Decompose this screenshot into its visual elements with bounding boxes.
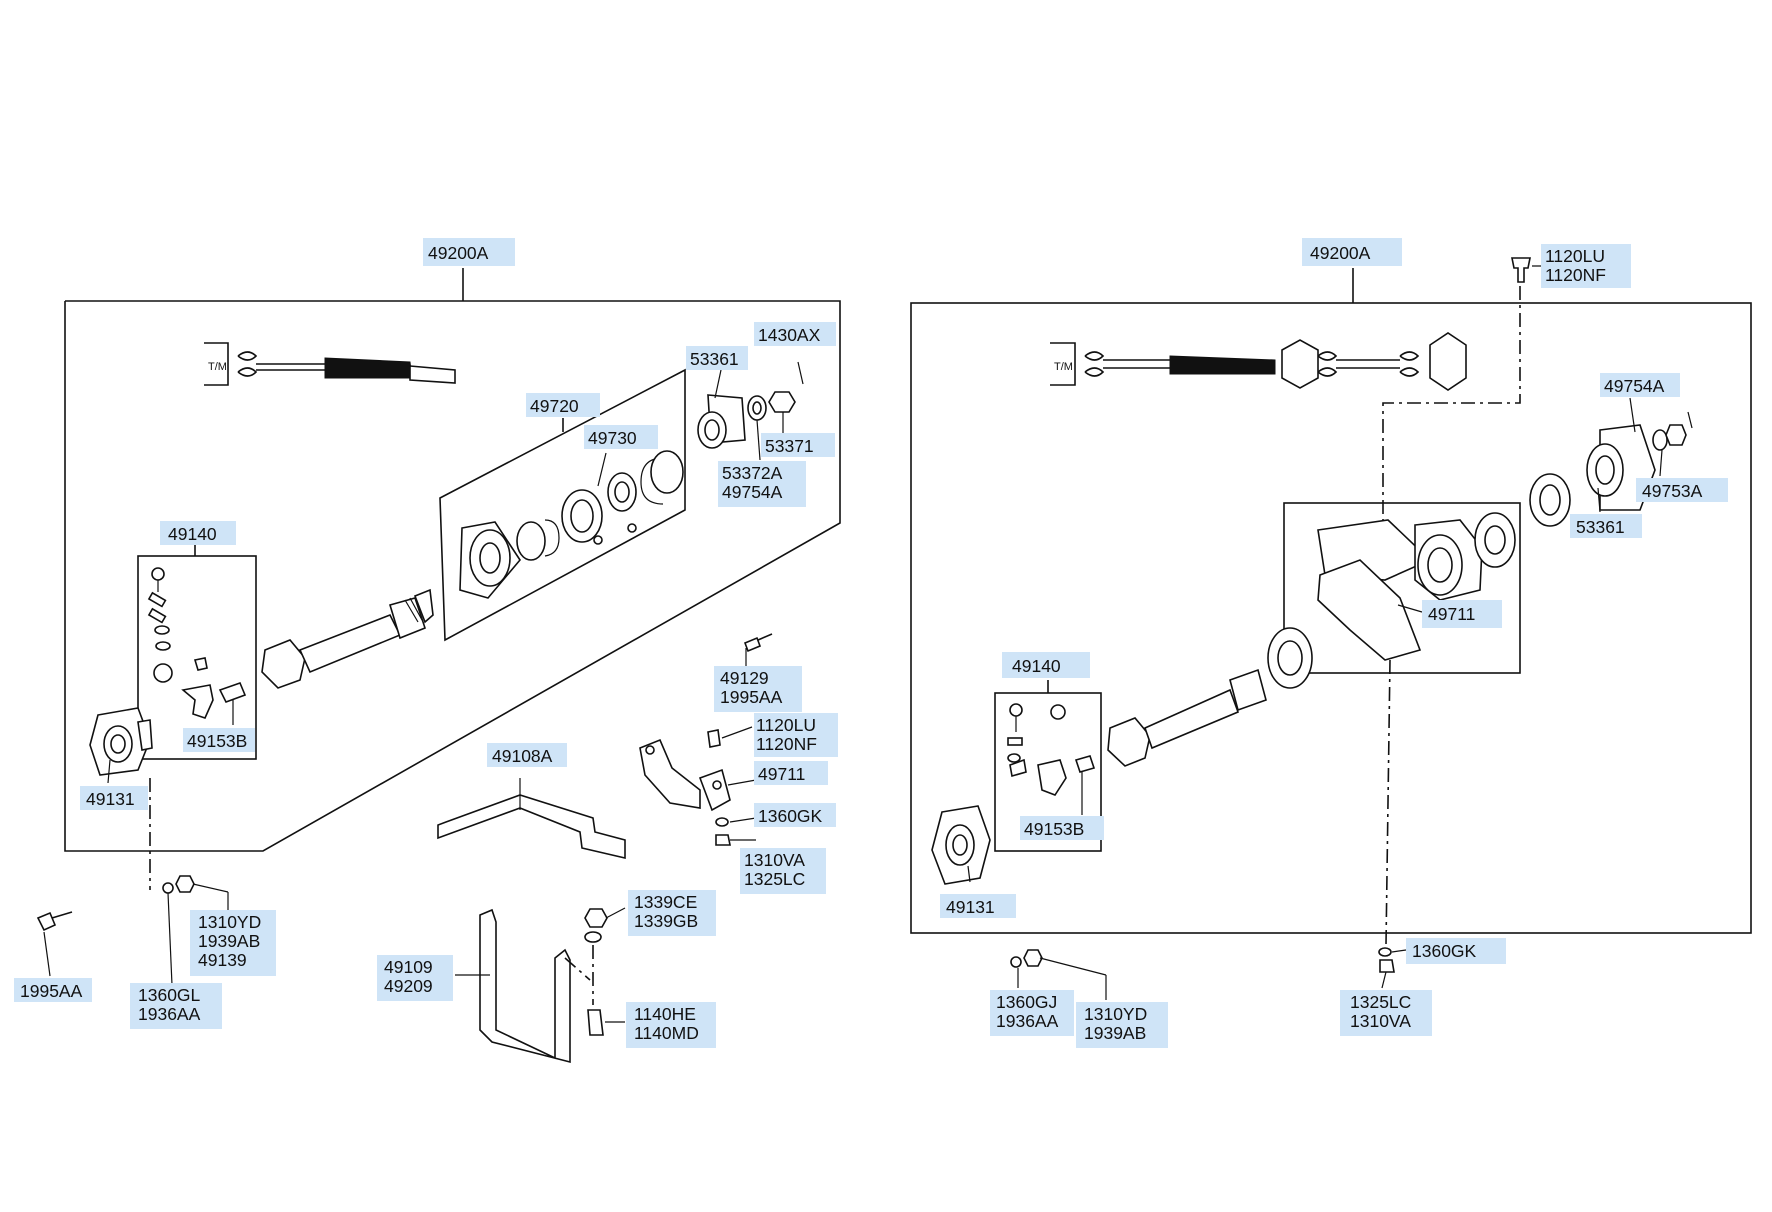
label-1140he: 1140HE	[634, 1004, 696, 1024]
label-49153b: 49153B	[187, 731, 247, 751]
left-nut-1339ce	[584, 908, 608, 928]
right-part-49711-bracket	[1317, 512, 1516, 661]
label-49129: 49129	[720, 668, 769, 688]
left-leader-lines	[43, 369, 784, 1023]
label-1995aa-top: 1995AA	[720, 687, 783, 707]
right-assembly: T/M	[910, 238, 1752, 1048]
label-1430ax: 1430AX	[758, 325, 821, 345]
right-part-49140-internals	[1007, 703, 1096, 796]
label-1995aa-bottom: 1995AA	[20, 981, 83, 1001]
right-part-49131-flange	[931, 805, 991, 885]
left-inner-box-49140	[137, 555, 257, 760]
label-left-1360gk: 1360GK	[758, 806, 823, 826]
label-49139: 49139	[198, 950, 247, 970]
label-left-1325lc: 1325LC	[744, 869, 805, 889]
right-inner-box-49711	[1283, 502, 1521, 674]
label-49730: 49730	[588, 428, 637, 448]
label-53372a: 53372A	[722, 463, 783, 483]
left-bracket-49711	[639, 729, 731, 846]
label-left-49200a: 49200A	[428, 243, 489, 263]
label-49131: 49131	[86, 789, 135, 809]
left-part-53361-flange	[697, 394, 746, 449]
right-propeller-shaft	[1107, 668, 1267, 767]
left-bolt-49129	[743, 633, 773, 653]
label-53361: 53361	[690, 349, 739, 369]
label-1140md: 1140MD	[634, 1023, 699, 1043]
label-right-49131: 49131	[946, 897, 995, 917]
left-part-49140-internals	[147, 567, 247, 719]
label-1360gl: 1360GL	[138, 985, 201, 1005]
label-49753a: 49753A	[1642, 481, 1703, 501]
label-right-1360gk: 1360GK	[1412, 941, 1477, 961]
label-49109: 49109	[384, 957, 433, 977]
label-right-1325lc: 1325LC	[1350, 992, 1411, 1012]
left-part-49131-flange	[89, 707, 153, 776]
label-right-1936aa: 1936AA	[996, 1011, 1059, 1031]
label-49754a: 49754A	[722, 482, 783, 502]
left-nut-53371	[768, 391, 796, 413]
left-inner-box-49720	[439, 368, 686, 642]
left-bracket-49108a	[437, 794, 626, 860]
label-49140: 49140	[168, 524, 217, 544]
label-right-1120nf: 1120NF	[1545, 265, 1606, 285]
left-bolt-1995aa	[36, 911, 57, 932]
label-right-49200a: 49200A	[1310, 243, 1371, 263]
label-right-49140: 49140	[1012, 656, 1061, 676]
right-leader-lines	[967, 397, 1663, 1000]
label-left-1310yd: 1310YD	[198, 912, 261, 932]
left-propeller-shaft	[261, 588, 434, 689]
label-1360gj: 1360GJ	[996, 992, 1057, 1012]
label-right-49754a: 49754A	[1604, 376, 1665, 396]
label-right-49711: 49711	[1428, 604, 1475, 624]
left-tm-shaft: T/M	[204, 342, 456, 386]
left-part-49720-internals	[459, 450, 684, 599]
label-left-1939ab: 1939AB	[198, 931, 260, 951]
label-1339ce: 1339CE	[634, 892, 697, 912]
label-right-49153b: 49153B	[1024, 819, 1084, 839]
right-assembly-outline	[910, 302, 1752, 934]
right-labels: 49200A 1120LU 1120NF 49754A 49753A 53361…	[940, 238, 1728, 1048]
left-assembly-outline	[64, 300, 841, 852]
label-49108a: 49108A	[492, 746, 553, 766]
right-tm-tag: T/M	[1054, 361, 1073, 373]
left-frame-49109	[479, 908, 571, 1064]
label-left-1120nf: 1120NF	[756, 734, 817, 754]
label-left-1936aa: 1936AA	[138, 1004, 201, 1024]
label-1339gb: 1339GB	[634, 911, 698, 931]
left-assembly: T/M	[14, 238, 841, 1064]
left-labels: 49200A 1430AX 53361 49720 49730 53371 53…	[14, 238, 838, 1048]
label-right-1120lu: 1120LU	[1545, 246, 1605, 266]
left-bolt-1140he	[587, 1009, 604, 1036]
label-49209: 49209	[384, 976, 433, 996]
label-49720: 49720	[530, 396, 579, 416]
label-left-49711: 49711	[758, 764, 805, 784]
label-53371: 53371	[765, 436, 814, 456]
label-left-1310va: 1310VA	[744, 850, 805, 870]
right-tm-shaft: T/M	[1050, 332, 1467, 391]
label-right-1310va: 1310VA	[1350, 1011, 1411, 1031]
label-left-1120lu: 1120LU	[756, 715, 816, 735]
right-bolt-1120lu	[1511, 257, 1531, 283]
label-right-1939ab: 1939AB	[1084, 1023, 1146, 1043]
left-tm-tag: T/M	[208, 361, 227, 373]
label-right-1310yd: 1310YD	[1084, 1004, 1147, 1024]
label-right-53361: 53361	[1576, 517, 1625, 537]
